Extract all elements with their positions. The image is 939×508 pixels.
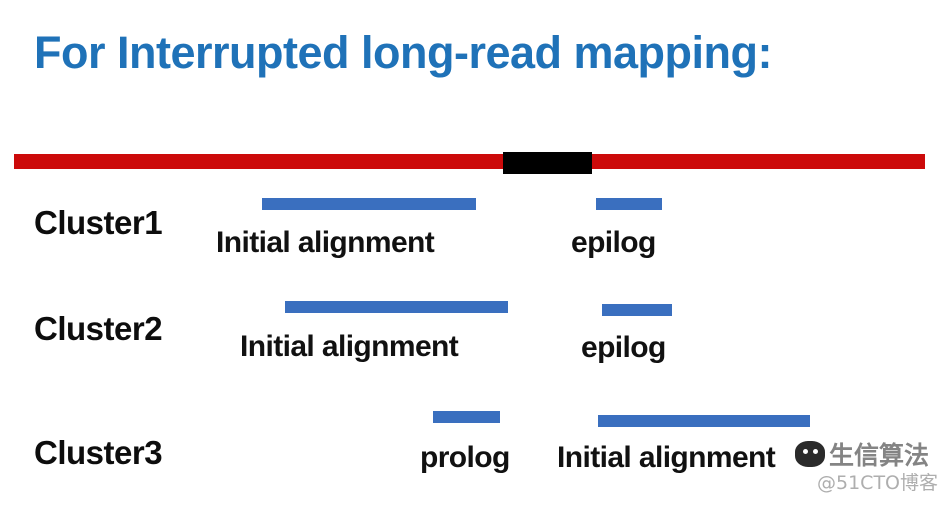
long-read-bar: [14, 154, 925, 169]
segment-bar-cluster3-initial-alignment: [598, 415, 810, 427]
watermark-brand-row: 生信算法: [795, 436, 929, 472]
cluster-label-1: Cluster1: [34, 204, 163, 241]
segment-label-cluster1-epilog: epilog: [571, 226, 656, 259]
segment-label-cluster3-initial-alignment: Initial alignment: [557, 441, 776, 474]
watermark-brand-text: 生信算法: [829, 441, 930, 470]
segment-bar-cluster1-initial-alignment: [262, 198, 476, 210]
segment-label-cluster2-epilog: epilog: [581, 331, 666, 364]
wechat-face-icon: [795, 441, 825, 467]
segment-bar-cluster3-prolog: [433, 411, 500, 423]
segment-bar-cluster2-epilog: [602, 304, 672, 316]
segment-label-cluster2-initial-alignment: Initial alignment: [240, 330, 459, 363]
watermark-handle-text: @51CTO博客: [817, 472, 939, 494]
page-title: For Interrupted long-read mapping:: [34, 27, 772, 78]
segment-label-cluster3-prolog: prolog: [420, 441, 510, 474]
segment-bar-cluster2-initial-alignment: [285, 301, 508, 313]
interrupted-region-block: [503, 152, 592, 174]
segment-bar-cluster1-epilog: [596, 198, 662, 210]
segment-label-cluster1-initial-alignment: Initial alignment: [216, 226, 435, 259]
cluster-label-2: Cluster2: [34, 310, 163, 347]
cluster-label-3: Cluster3: [34, 434, 163, 471]
watermark: 生信算法 @51CTO博客: [795, 436, 939, 502]
